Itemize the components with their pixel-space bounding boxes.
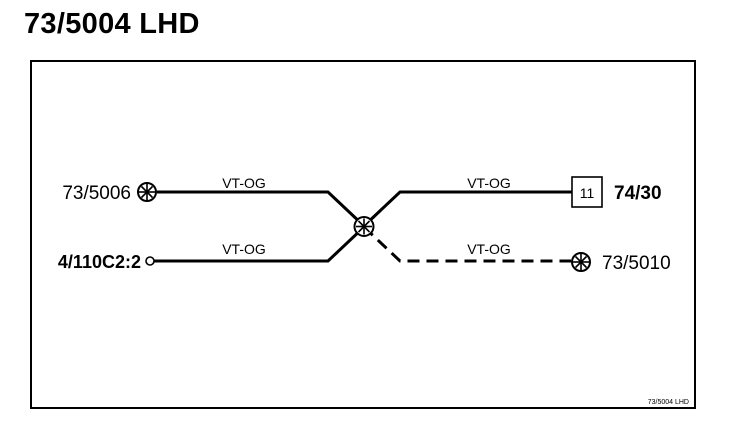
terminal-number: 11	[580, 185, 595, 201]
wire-top-left	[157, 190, 366, 228]
wire-top-right	[362, 190, 572, 228]
open-pin-circle-icon	[145, 256, 155, 266]
connector-label-top-left: 73/5006	[62, 183, 131, 204]
wire-label-top-right: VT-OG	[467, 175, 511, 191]
ground-circle-star-icon	[571, 252, 591, 272]
page-title: 73/5004 LHD	[24, 8, 200, 40]
wire-label-top-left: VT-OG	[222, 175, 266, 191]
wire-bottom-left	[154, 225, 366, 263]
wire-label-bottom-left: VT-OG	[222, 241, 266, 257]
diagram-frame	[30, 60, 696, 409]
splice-circle-star-icon	[353, 216, 375, 237]
connector-label-top-right: 74/30	[614, 183, 662, 204]
diagram-reference: 73/5004 LHD	[648, 399, 689, 406]
wire-label-bottom-right: VT-OG	[467, 241, 511, 257]
wire-bottom-right	[362, 225, 571, 263]
connector-label-bottom-right: 73/5010	[602, 253, 671, 274]
terminal-box-icon	[571, 176, 603, 208]
connector-label-bottom-left: 4/110C2:2	[58, 252, 141, 272]
ground-circle-star-icon	[137, 182, 157, 202]
